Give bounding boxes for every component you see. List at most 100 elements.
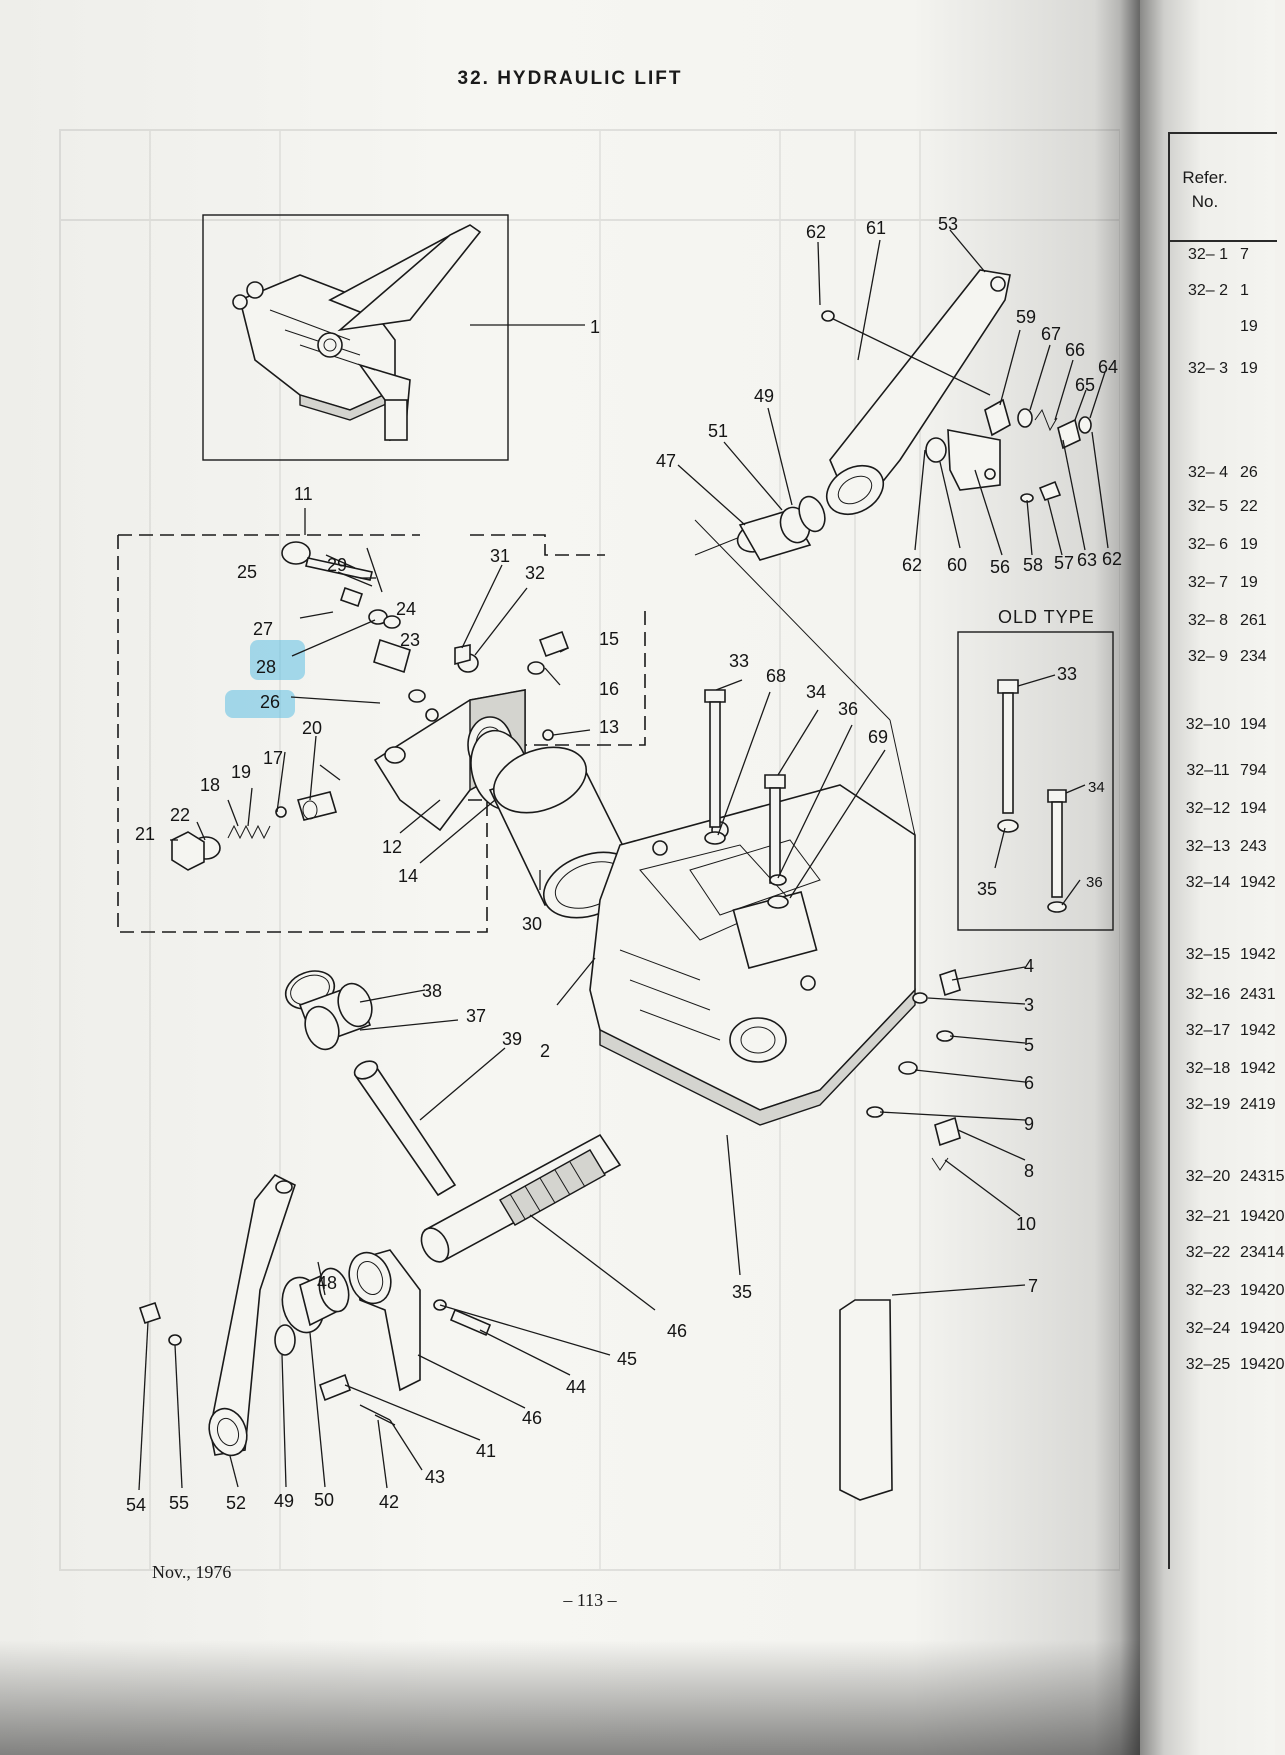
refer-no: 32–16: [1185, 986, 1231, 1003]
refer-no: 32–10: [1185, 716, 1231, 733]
callout: 48: [317, 1273, 337, 1293]
callout: 7: [1028, 1276, 1038, 1296]
callout: 24: [396, 599, 416, 619]
refer-no: 32–25: [1185, 1356, 1231, 1373]
part-code: 19420: [1240, 1356, 1285, 1373]
callout: 31: [490, 546, 510, 566]
old-type-bolts: [997, 679, 1067, 913]
callout: 14: [398, 866, 418, 886]
refer-no: 32–18: [1185, 1060, 1231, 1077]
callout: 21: [135, 824, 155, 844]
revision-date: Nov., 1976: [152, 1562, 232, 1582]
callout: 30: [522, 914, 542, 934]
callout: 60: [947, 555, 967, 575]
callout: 34: [1088, 779, 1105, 796]
part-code: 23414: [1240, 1244, 1285, 1261]
refer-no: 32–19: [1185, 1096, 1231, 1113]
callout: 45: [617, 1349, 637, 1369]
part-code: 19: [1240, 536, 1258, 553]
callout: 34: [806, 682, 826, 702]
callout: 13: [599, 717, 619, 737]
callout: 27: [253, 619, 273, 639]
callout: 69: [868, 727, 888, 747]
valve-parts: [171, 541, 570, 871]
refer-no: 32–17: [1185, 1022, 1231, 1039]
refer-no: 32– 8: [1187, 612, 1229, 629]
part-code: 19: [1240, 574, 1258, 591]
callout: 22: [170, 805, 190, 825]
refer-no: 32–21: [1185, 1208, 1231, 1225]
arm-small-parts: [736, 398, 1092, 561]
bolts-drawing: [704, 689, 789, 909]
hydraulic-lift-exploded-diagram: 1 11 29 25 27 24 23 28 26 20 17 19 18 22…: [117, 214, 1122, 1515]
callout: 54: [126, 1495, 146, 1515]
callout: 3: [1024, 995, 1034, 1015]
callout: 67: [1041, 324, 1061, 344]
part-code: 1942: [1240, 1022, 1276, 1039]
assembly-frame: [202, 214, 509, 461]
callout: 52: [226, 1493, 246, 1513]
refer-no: 32–15: [1185, 946, 1231, 963]
callout: 15: [599, 629, 619, 649]
callout: 57: [1054, 553, 1074, 573]
refer-no: 32–24: [1185, 1320, 1231, 1337]
callout: 32: [525, 563, 545, 583]
part-code: 7: [1240, 246, 1249, 263]
callout: 35: [977, 879, 997, 899]
side-bolts-drawing: [866, 968, 961, 1171]
refer-no: 32–13: [1185, 838, 1231, 855]
part-code: 1: [1240, 282, 1249, 299]
old-type-frame: [957, 631, 1114, 931]
callout: 68: [766, 666, 786, 686]
part-code: 234: [1240, 648, 1267, 665]
old-type-label: OLD TYPE: [998, 607, 1095, 627]
callout: 36: [1086, 874, 1103, 891]
callout: 46: [667, 1321, 687, 1341]
callout: 36: [838, 699, 858, 719]
refer-no: 32–11: [1186, 762, 1230, 779]
refer-no: 32– 5: [1187, 498, 1229, 515]
part-code: 19420: [1240, 1208, 1285, 1225]
part-code: 194: [1240, 800, 1267, 817]
callout: 46: [522, 1408, 542, 1428]
shaft-drawing: [420, 1133, 622, 1263]
part-code: 1942: [1240, 874, 1276, 891]
page-title: 32. HYDRAULIC LIFT: [457, 68, 683, 89]
refer-no: 32– 7: [1187, 574, 1229, 591]
callout: 4: [1024, 956, 1034, 976]
callout: 55: [169, 1493, 189, 1513]
callout: 29: [327, 555, 347, 575]
callout: 39: [502, 1029, 522, 1049]
callout: 62: [1102, 549, 1122, 569]
callout: 51: [708, 421, 728, 441]
callout: 28: [256, 657, 276, 677]
refer-no: 32– 3: [1187, 360, 1229, 377]
part-code: 194: [1240, 716, 1267, 733]
part-code: 794: [1240, 762, 1267, 779]
part-code: 1942: [1240, 1060, 1276, 1077]
leader-lines: [138, 229, 1109, 1491]
callout: 61: [866, 218, 886, 238]
callout: 41: [476, 1441, 496, 1461]
callout: 62: [902, 555, 922, 575]
callout: 33: [1057, 664, 1077, 684]
part-code: 26: [1240, 464, 1258, 481]
callout-labels: 1 11 29 25 27 24 23 28 26 20 17 19 18 22…: [126, 214, 1122, 1515]
lift-assembly-drawing: [232, 224, 482, 442]
part-code: 2431: [1240, 986, 1276, 1003]
callout: 63: [1077, 550, 1097, 570]
callout: 5: [1024, 1035, 1034, 1055]
lift-arm-drawing: [825, 269, 1011, 516]
callout: 64: [1098, 357, 1118, 377]
callout: 6: [1024, 1073, 1034, 1093]
part-code: 2419: [1240, 1096, 1276, 1113]
refer-no: 32–20: [1185, 1168, 1231, 1185]
header-refer: Refer.: [1182, 168, 1228, 187]
page-number: – 113 –: [563, 1590, 617, 1610]
part-code: 19420: [1240, 1320, 1285, 1337]
part-code: 243: [1240, 838, 1267, 855]
callout: 19: [231, 762, 251, 782]
callout: 26: [260, 692, 280, 712]
part-code: 1942: [1240, 946, 1276, 963]
